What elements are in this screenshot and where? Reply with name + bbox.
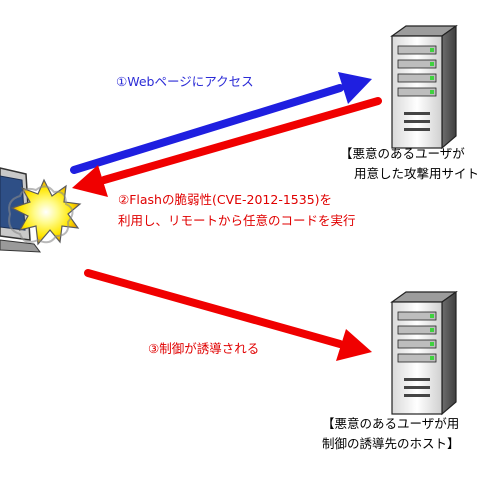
step3-label: ③制御が誘導される bbox=[148, 341, 260, 356]
server-icon bbox=[390, 290, 458, 416]
arrow-step1 bbox=[70, 72, 372, 174]
arrow-step2 bbox=[72, 97, 382, 197]
client-pc-icon bbox=[0, 167, 42, 253]
step1-label: ①Webページにアクセス bbox=[116, 74, 254, 89]
server1-caption: 【悪意のあるユーザが 用意した攻撃用サイト bbox=[340, 144, 480, 188]
server2-caption: 【悪意のあるユーザが用 制御の誘導先のホスト】 bbox=[322, 414, 480, 458]
step2-label-line2: 利用し、リモートから任意のコードを実行 bbox=[118, 213, 356, 228]
arrow-step3 bbox=[84, 269, 372, 361]
explosion-icon bbox=[8, 178, 82, 246]
server1-caption-line2: 用意した攻撃用サイト bbox=[354, 166, 480, 181]
server2-caption-line1: 【悪意のあるユーザが用 bbox=[322, 416, 460, 431]
server2-caption-line2: 制御の誘導先のホスト】 bbox=[322, 436, 460, 451]
server1-caption-line1: 【悪意のあるユーザが bbox=[340, 146, 465, 161]
server-icon bbox=[390, 24, 458, 150]
step2-label-line1: ②Flashの脆弱性(CVE-2012-1535)を bbox=[118, 192, 333, 207]
